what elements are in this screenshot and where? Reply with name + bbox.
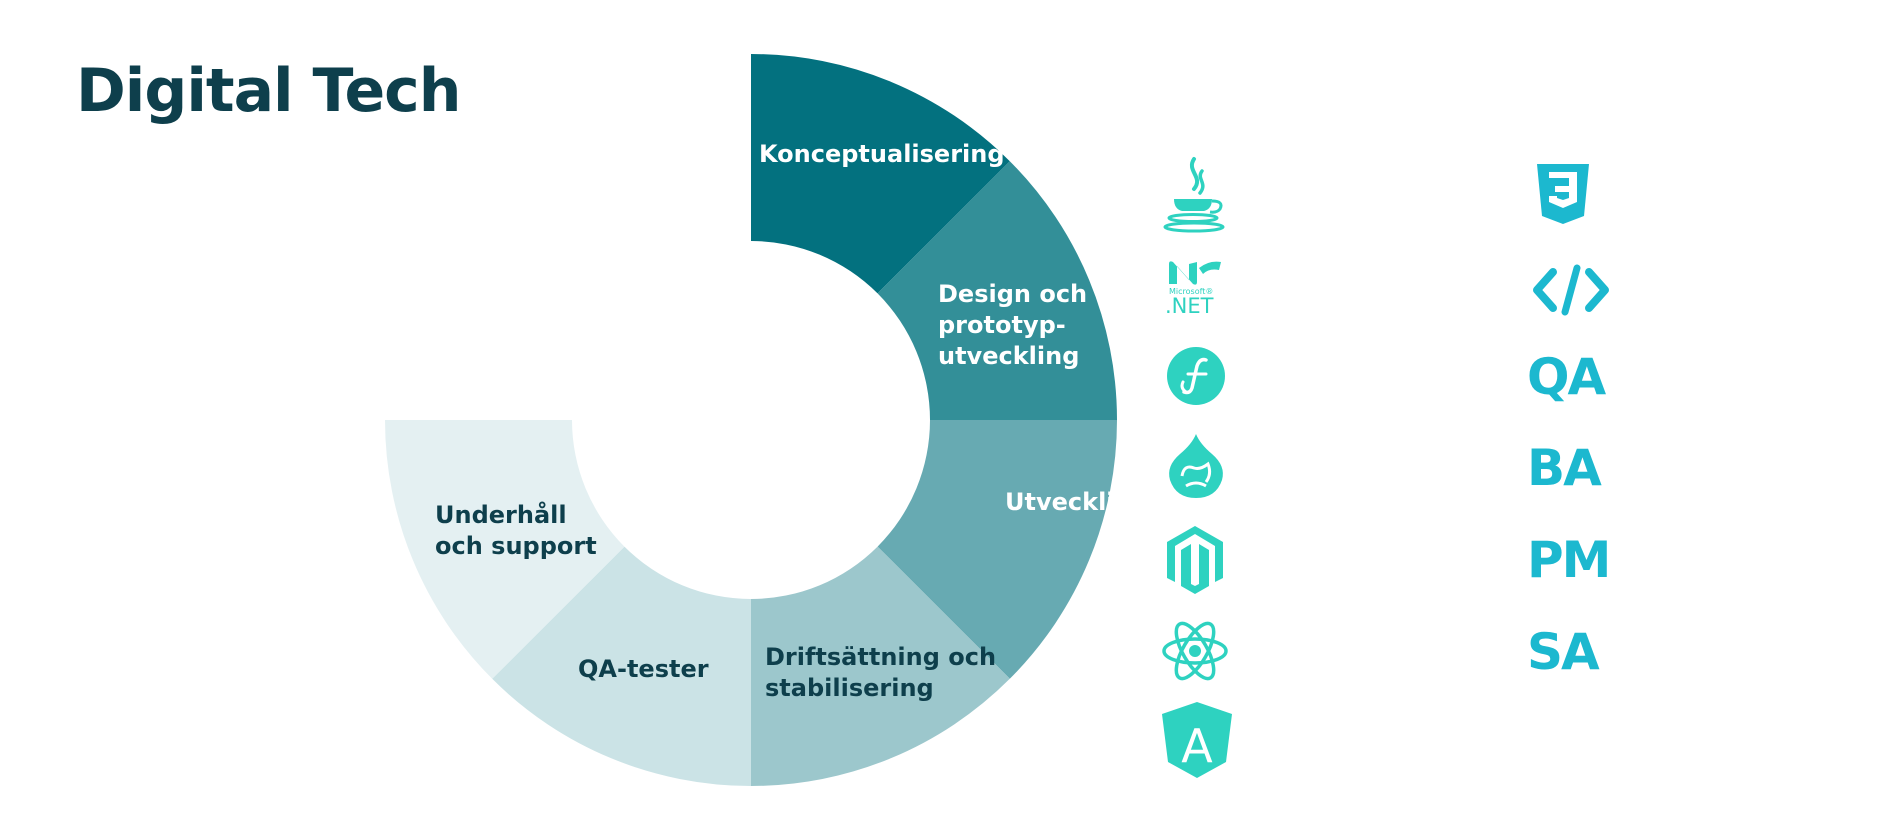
magento-icon — [1167, 526, 1223, 594]
segment-label-qa-tester: QA-tester — [578, 655, 709, 683]
segment-label-underhall-och-support: Underhåll och support — [435, 500, 597, 560]
segment-label-line: Utveckling — [1005, 488, 1149, 516]
segment-label-design-och-prototyputveckling: Design och prototyp-utveckling — [938, 280, 1087, 370]
segment-label-line: Underhåll — [435, 500, 567, 529]
segment-label-line: och support — [435, 532, 597, 560]
segment-label-driftsattning-och-stabilisering: Driftsättning och stabilisering — [765, 643, 996, 702]
role-sa: SA — [1527, 623, 1600, 681]
role-qa: QA — [1527, 348, 1606, 406]
code-icon — [1533, 264, 1609, 316]
dotnet-small-label: Microsoft® — [1169, 287, 1213, 296]
segment-driftsattning-och-stabilisering — [751, 546, 1010, 786]
segment-utveckling — [877, 420, 1118, 679]
angular-icon: A — [1162, 702, 1232, 778]
page-title: Digital Tech — [76, 56, 461, 126]
symfony-icon — [1167, 347, 1225, 405]
segment-label-line: prototyp- — [938, 311, 1066, 339]
java-icon — [1163, 157, 1225, 233]
segment-label-konceptualisering: Konceptualisering — [759, 140, 1005, 168]
segment-qa-tester — [492, 546, 751, 786]
dotnet-icon: Microsoft® .NET — [1165, 261, 1221, 316]
segment-label-line: Driftsättning och — [765, 643, 996, 671]
segment-label-line: Konceptualisering — [759, 140, 1005, 168]
segment-design-och-prototyputveckling — [877, 161, 1117, 420]
css3-icon — [1537, 164, 1589, 224]
segment-label-utveckling: Utveckling — [1005, 488, 1149, 516]
role-pm: PM — [1527, 531, 1611, 589]
segment-label-line: QA-tester — [578, 655, 709, 683]
segment-label-line: Design och — [938, 280, 1087, 308]
segment-label-line: stabilisering — [765, 674, 934, 702]
dotnet-label: .NET — [1165, 294, 1214, 316]
angular-letter: A — [1181, 719, 1213, 773]
react-icon — [1162, 621, 1228, 681]
role-ba: BA — [1527, 439, 1602, 497]
drupal-icon — [1169, 434, 1223, 498]
segment-konceptualisering — [751, 54, 1010, 294]
segment-underhall-och-support — [385, 420, 625, 679]
segment-label-line: utveckling — [938, 342, 1079, 370]
